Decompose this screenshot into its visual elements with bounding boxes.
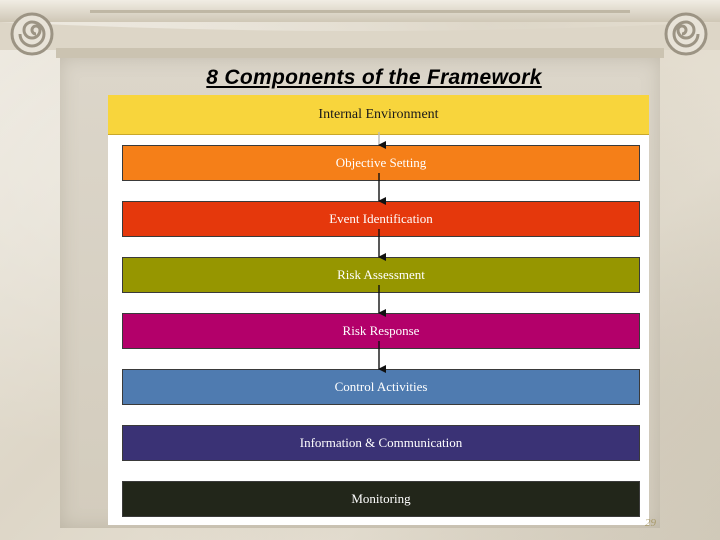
component-risk-response: Risk Response <box>122 313 640 349</box>
right-volute-icon <box>664 12 708 56</box>
left-volute-icon <box>10 12 54 56</box>
slide-title: 8 Components of the Framework <box>206 66 542 89</box>
component-internal-environment: Internal Environment <box>108 95 649 135</box>
column-capital-decoration <box>0 0 720 58</box>
page-number: 29 <box>645 517 656 529</box>
component-risk-assessment: Risk Assessment <box>122 257 640 293</box>
component-information-communication: Information & Communication <box>122 425 640 461</box>
component-monitoring: Monitoring <box>122 481 640 517</box>
framework-diagram: Internal Environment Objective Setting E… <box>108 95 649 525</box>
component-control-activities: Control Activities <box>122 369 640 405</box>
component-objective-setting: Objective Setting <box>122 145 640 181</box>
component-event-identification: Event Identification <box>122 201 640 237</box>
